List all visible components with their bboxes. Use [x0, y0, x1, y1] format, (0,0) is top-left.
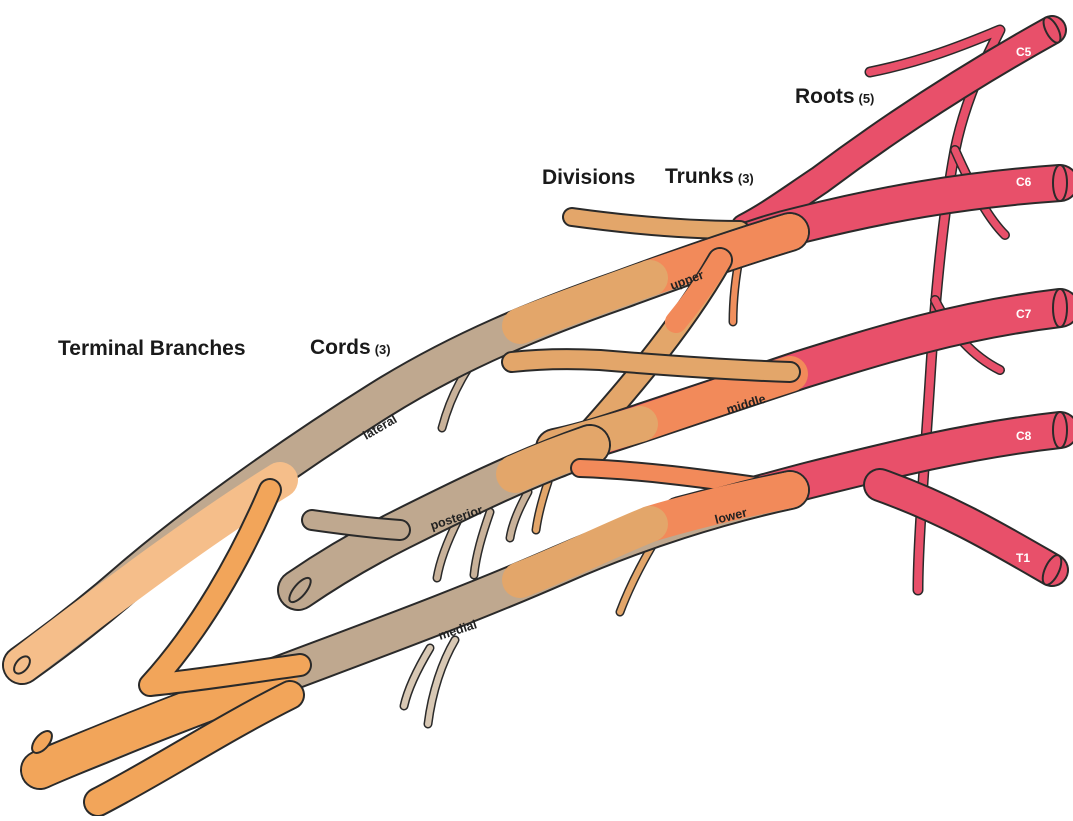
trunks-header: Trunks(3)	[665, 165, 754, 188]
cords-header: Cords(3)	[310, 336, 391, 359]
terminal-branches-header: Terminal Branches	[58, 337, 246, 360]
cap-c7	[1053, 289, 1067, 327]
roots-header: Roots(5)	[795, 85, 874, 108]
nerve-bundles	[22, 30, 1060, 802]
root-label-c8: C8	[1016, 429, 1032, 443]
cap-c6	[1053, 165, 1067, 201]
cap-c8	[1053, 412, 1067, 448]
root-label-c7: C7	[1016, 307, 1032, 321]
root-label-c5: C5	[1016, 45, 1032, 59]
root-label-c6: C6	[1016, 175, 1032, 189]
root-label-t1: T1	[1016, 551, 1030, 565]
divisions-header: Divisions	[542, 166, 635, 189]
